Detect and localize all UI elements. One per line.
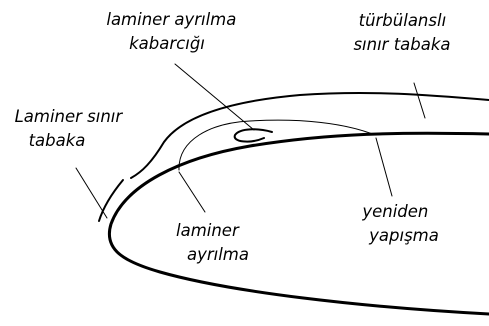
laminar-bubble-mark: [235, 129, 272, 141]
label-laminar-layer: Laminer sınır tabaka: [15, 107, 128, 150]
label-turbulent-layer: türbülanslı sınır tabaka: [353, 11, 451, 54]
separation-bubble-outline: [179, 120, 375, 170]
leader-laminar-layer: [76, 168, 107, 218]
laminar-boundary-layer-edge: [99, 180, 123, 221]
leader-turbulent-layer: [414, 83, 425, 118]
label-laminar-bubble: laminer ayrılma kabarcığı: [106, 10, 241, 53]
label-laminar-separation: laminer ayrılma: [176, 221, 249, 264]
leader-reattachment: [376, 138, 392, 196]
leader-laminar-separation: [179, 172, 205, 212]
leader-laminar-bubble: [175, 64, 254, 130]
label-reattachment: yeniden yapışma: [361, 202, 439, 245]
turbulent-boundary-layer-edge: [131, 93, 489, 178]
airfoil-surface: [109, 133, 489, 314]
